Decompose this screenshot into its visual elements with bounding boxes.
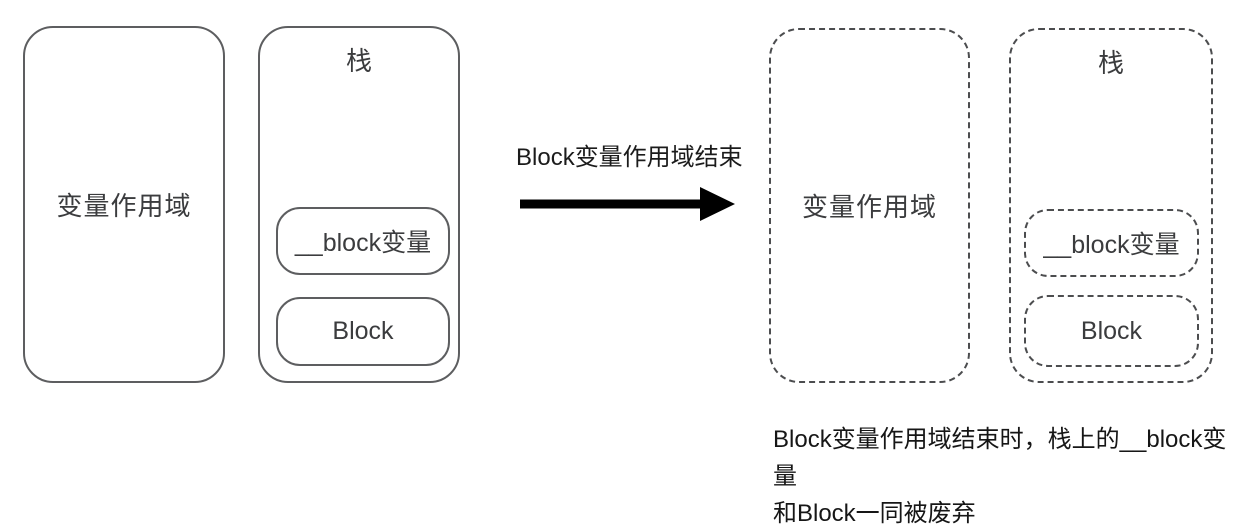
caption: Block变量作用域结束时，栈上的__block变量 和Block一同被废弃 — [773, 421, 1233, 532]
after-stack-box: 栈 __block变量 Block — [1009, 28, 1213, 383]
after-scope-label: 变量作用域 — [801, 192, 937, 222]
after-block-var-box: __block变量 — [1024, 209, 1199, 277]
before-block-box: Block — [276, 297, 450, 366]
caption-line-1: Block变量作用域结束时，栈上的__block变量 — [773, 426, 1227, 490]
before-block-var-label: __block变量 — [294, 229, 432, 257]
after-scope-box: 变量作用域 — [769, 28, 970, 383]
after-block-label: Block — [1080, 316, 1143, 345]
before-scope-box: 变量作用域 — [23, 26, 225, 383]
diagram-canvas: 变量作用域 栈 __block变量 Block Block变量作用域结束 变量作… — [23, 26, 1227, 527]
before-stack-label: 栈 — [345, 46, 372, 76]
before-block-label: Block — [332, 317, 394, 345]
before-scope-label: 变量作用域 — [56, 191, 192, 221]
transition-label: Block变量作用域结束 — [516, 144, 743, 171]
arrow-right-icon — [518, 184, 738, 224]
caption-line-2: 和Block一同被废弃 — [773, 500, 976, 527]
before-block-var-box: __block变量 — [276, 207, 450, 275]
before-stack-box: 栈 __block变量 Block — [258, 26, 460, 383]
after-stack-label: 栈 — [1097, 48, 1124, 78]
after-block-var-label: __block变量 — [1043, 231, 1180, 259]
after-block-box: Block — [1024, 295, 1199, 367]
